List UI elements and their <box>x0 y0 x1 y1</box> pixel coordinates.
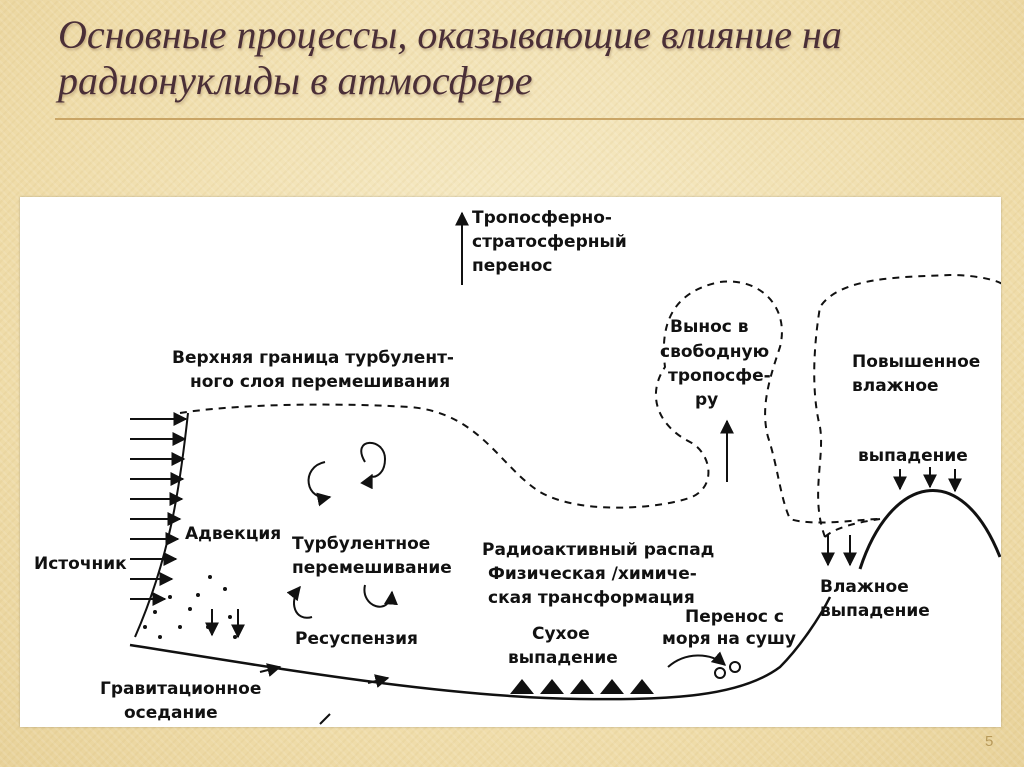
label-sea-to-land: Перенос с моря на сушу <box>662 607 796 649</box>
label-increased-wet: Повышенное влажное <box>852 352 986 396</box>
label-resuspension: Ресуспензия <box>295 629 418 649</box>
label-radioactive-decay: Радиоактивный распад Физическая /химиче-… <box>482 540 720 608</box>
label-deposition: выпадение <box>858 446 968 466</box>
title-divider <box>55 118 1024 120</box>
label-free-troposphere: Вынос в свободную тропосфе- ру <box>660 317 777 410</box>
particles <box>143 575 237 639</box>
page-number: 5 <box>985 733 993 750</box>
mountain-curve <box>860 491 1000 569</box>
label-gravitational: Гравитационное оседание <box>100 679 267 723</box>
droplet-1 <box>715 668 725 678</box>
resusp-arrow-2 <box>364 585 392 607</box>
sea-land-arrow <box>668 655 725 667</box>
label-tropo-strato: Тропосферно- стратосферный перенос <box>472 208 633 276</box>
label-wet-deposition: Влажное выпадение <box>820 577 930 621</box>
mixing-layer-boundary <box>180 281 880 522</box>
title-line-2: радионуклиды в атмосфере <box>58 58 533 103</box>
label-source: Источник <box>34 554 127 574</box>
tick-mark <box>320 714 330 724</box>
source-edge <box>135 413 188 637</box>
title-line-1: Основные процессы, оказывающие влияние н… <box>58 12 842 57</box>
diagram-panel: Тропосферно- стратосферный перенос Верхн… <box>20 197 1001 727</box>
droplet-2 <box>730 662 740 672</box>
resusp-arrow-1 <box>294 587 312 618</box>
curl-arrow-2 <box>361 443 385 477</box>
label-dry-deposition: Сухое выпадение <box>508 624 618 668</box>
label-upper-boundary: Верхняя граница турбулент- ного слоя пер… <box>172 348 460 392</box>
label-advection: Адвекция <box>185 524 281 544</box>
curl-arrow-1 <box>309 462 330 497</box>
process-diagram: Тропосферно- стратосферный перенос Верхн… <box>20 197 1001 727</box>
label-turbulent-mixing: Турбулентное перемешивание <box>292 534 452 578</box>
slide-title: Основные процессы, оказывающие влияние н… <box>58 12 978 104</box>
dry-deposit-triangles <box>510 679 654 694</box>
